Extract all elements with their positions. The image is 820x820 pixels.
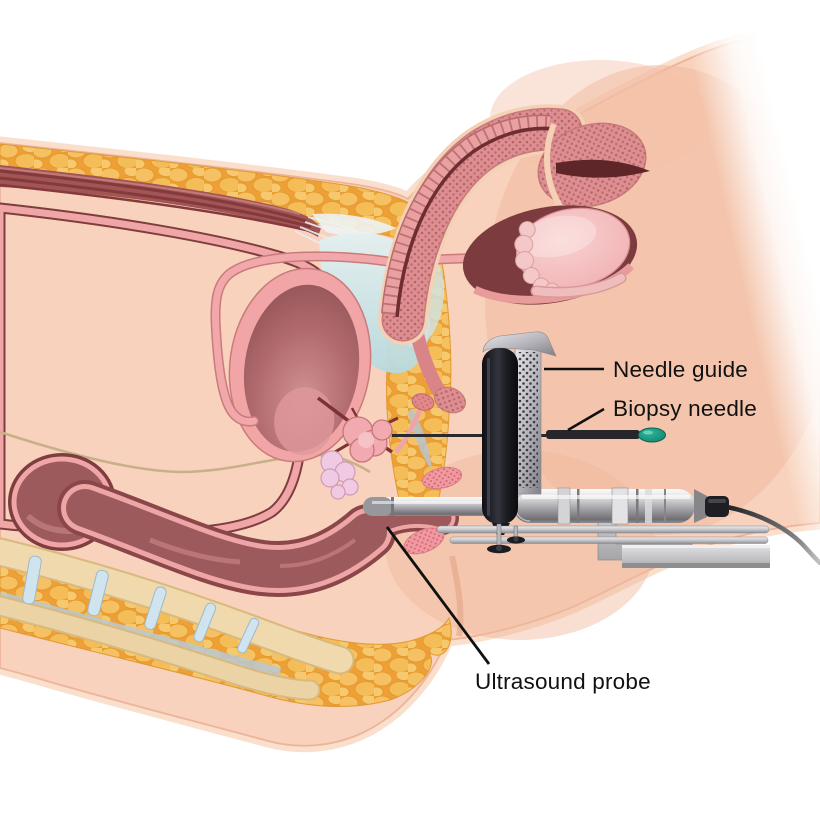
biopsy-needle-shaft xyxy=(392,434,546,437)
bladder xyxy=(228,267,372,463)
bladder-highlight xyxy=(274,387,335,456)
guide-top-cap xyxy=(482,331,557,357)
probe-collar xyxy=(557,487,571,525)
annotations: Needle guide Biopsy needle Ultrasound pr… xyxy=(385,357,757,694)
muscle-stripe xyxy=(0,176,312,229)
biopsy-needle-label: Biopsy needle xyxy=(613,396,757,421)
testicle-highlight xyxy=(517,215,597,258)
seminal-vesicle xyxy=(320,450,359,500)
wing-nut-knob xyxy=(513,536,519,542)
biopsy-needle-leader-line xyxy=(567,407,605,432)
rectal-fold xyxy=(149,537,241,565)
needle-guide-device xyxy=(482,331,557,535)
wing-nut-knob xyxy=(496,545,502,551)
sphincter-lower-texture xyxy=(404,528,444,554)
needle-guide-label: Needle guide xyxy=(613,357,748,382)
prostate xyxy=(342,416,393,463)
shaft-specular xyxy=(372,501,518,504)
muscle-stripe xyxy=(0,183,316,234)
edge-fade xyxy=(600,0,820,640)
intervertebral-discs xyxy=(22,555,260,654)
sacrum-bone xyxy=(0,539,353,673)
ultrasound-probe-label: Ultrasound probe xyxy=(475,669,651,694)
shaft-tip xyxy=(363,497,393,516)
muscle-highlight xyxy=(0,167,301,215)
thumb-screws xyxy=(487,523,525,554)
bulb-texture xyxy=(434,387,466,413)
screw-stem xyxy=(496,523,502,547)
shaft-tip-ring xyxy=(391,497,394,516)
anal-sphincter xyxy=(403,466,463,555)
probe-ring xyxy=(577,489,580,523)
guide-specular xyxy=(487,358,490,516)
membranous-urethra xyxy=(394,409,423,454)
muscle-band xyxy=(0,165,321,237)
rectum xyxy=(57,480,459,597)
gluteal-crease xyxy=(449,555,464,637)
sacrum-coccyx xyxy=(0,537,355,701)
corona-fold xyxy=(544,122,563,208)
sphincter-upper-texture xyxy=(422,467,462,489)
bulbourethral-texture xyxy=(412,393,434,411)
guide-holes xyxy=(518,352,538,488)
fascia-streak xyxy=(312,213,396,236)
muscle-stripe xyxy=(0,169,307,223)
prostate-region xyxy=(316,393,435,500)
ultrasound-probe-leader-line xyxy=(385,526,491,665)
rectal-fold xyxy=(279,538,357,568)
scrotum xyxy=(462,205,638,305)
urethra-line xyxy=(395,126,556,318)
guide-black-block xyxy=(482,348,518,524)
coccyx-bone xyxy=(0,597,319,699)
